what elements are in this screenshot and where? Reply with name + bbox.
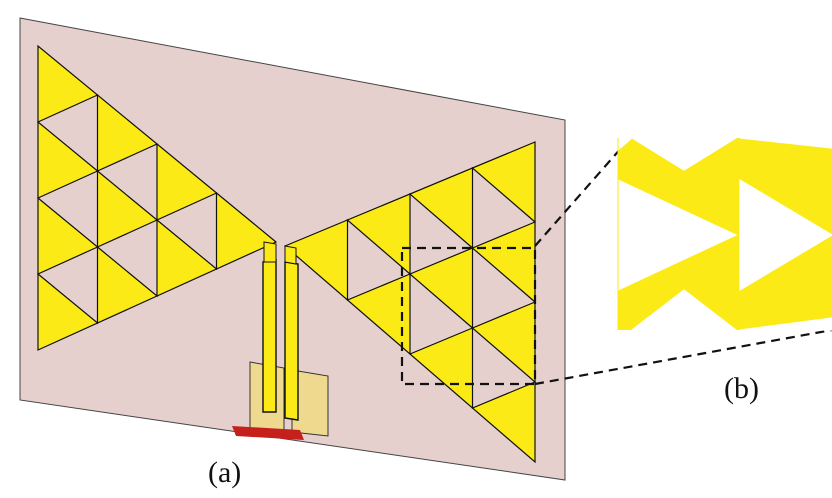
left-arm-hole [155, 192, 218, 271]
right-arm-hole [346, 218, 412, 301]
left-fractal-arm [36, 44, 278, 351]
left-arm-hole [96, 219, 158, 298]
callout-line-top [534, 137, 631, 247]
feed-strip-left [262, 259, 277, 413]
left-arm-hole [36, 94, 99, 173]
zoom-region-box [400, 246, 537, 386]
feed-line [232, 241, 329, 440]
inset-hole [739, 178, 832, 292]
right-arm-hole [471, 246, 537, 329]
left-arm-hole [96, 143, 158, 222]
right-fractal-arm [283, 141, 537, 464]
inset-hole [629, 137, 739, 171]
feed-strip-right [284, 261, 299, 421]
inset-holes [617, 137, 832, 331]
right-arm-hole [471, 326, 537, 409]
zoom-inset [617, 137, 832, 331]
left-arm-hole [36, 170, 99, 249]
right-arm-hole [471, 166, 537, 249]
feed-port [232, 426, 304, 440]
caption-a: (a) [208, 456, 241, 489]
callout-line-bottom [534, 328, 832, 386]
feed-gap-right [284, 245, 297, 265]
feed-gap-left [263, 241, 277, 263]
right-arm-hole [409, 192, 474, 275]
caption-b: (b) [724, 372, 759, 405]
right-arm-hole [409, 272, 474, 355]
inset-hole [739, 137, 832, 149]
left-arm-hole [36, 246, 99, 325]
inset-hole [739, 317, 832, 331]
inset-hole [630, 289, 738, 331]
